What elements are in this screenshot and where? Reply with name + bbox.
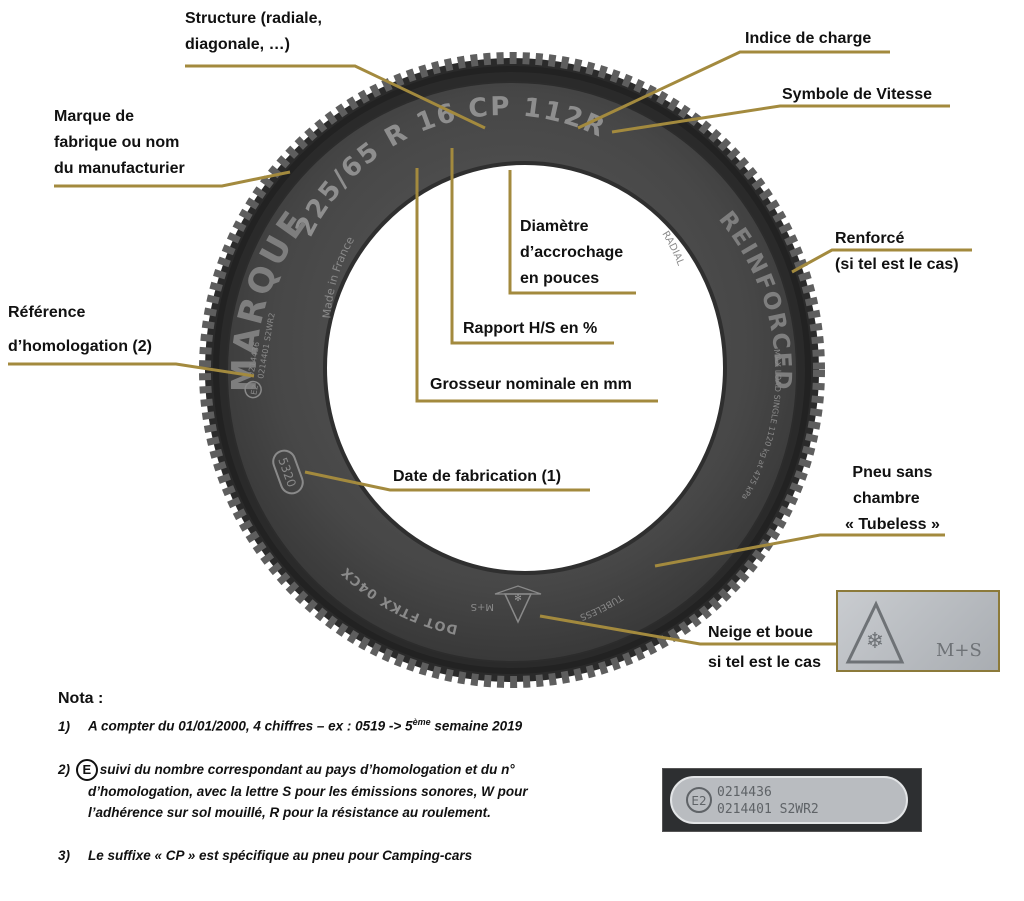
rim-hole	[323, 161, 727, 575]
tire-ms-mark: M+S	[471, 601, 494, 612]
svg-text:❄: ❄	[866, 628, 884, 653]
leader-marque	[54, 170, 291, 188]
label-rapport: Rapport H/S en %	[463, 320, 598, 337]
leader-structure	[185, 64, 486, 130]
homol-insert-e2: E2	[691, 794, 706, 808]
note-1: 1)A compter du 01/01/2000, 4 chiffres – …	[58, 717, 523, 734]
note-2-line2: d’homologation, avec la lettre S pour le…	[88, 783, 528, 799]
tire-e2-mark: E2	[249, 384, 260, 396]
label-neige: Neige et boue si tel est le cas	[708, 624, 821, 671]
label-symbole-vitesse: Symbole de Vitesse	[782, 86, 932, 103]
label-renforce: Renforcé (si tel est le cas)	[835, 230, 959, 273]
homol-insert-line2: 0214401 S2WR2	[717, 802, 819, 817]
homol-insert-line1: 0214436	[717, 785, 772, 800]
label-structure: Structure (radiale, diagonale, …)	[185, 10, 322, 53]
leader-rapport	[450, 148, 614, 345]
tire-snowflake-mountain-icon: ✻	[494, 585, 542, 624]
leader-lines	[8, 50, 972, 646]
leader-vitesse	[611, 104, 950, 134]
label-grosseur: Grosseur nominale en mm	[430, 376, 632, 393]
label-indice-charge: Indice de charge	[745, 30, 872, 47]
leader-grosseur	[415, 168, 658, 403]
leader-renforce	[791, 248, 972, 274]
leader-date	[304, 470, 590, 492]
note-2-line3: l’adhérence sur sol mouillé, R pour la r…	[88, 804, 491, 820]
ms-insert-text: M+S	[936, 640, 982, 661]
mountain-snowflake-icon: ❄	[845, 600, 905, 664]
label-diametre: Diamètre d’accrochage en pouces	[520, 218, 624, 287]
homologation-insert: E2 0214436 0214401 S2WR2	[662, 768, 922, 832]
label-reference: Référence d’homologation (2)	[8, 304, 152, 355]
label-marque: Marque de fabrique ou nom du manufacturi…	[54, 108, 185, 177]
leader-tubeless	[654, 533, 945, 568]
label-date: Date de fabrication (1)	[393, 468, 562, 485]
label-pneu-sans-chambre: Pneu sans chambre « Tubeless »	[845, 464, 940, 533]
leader-neige	[539, 614, 836, 646]
notes-section: Nota : 1)A compter du 01/01/2000, 4 chif…	[58, 690, 658, 866]
svg-text:✻: ✻	[514, 593, 522, 603]
leader-diametre	[508, 170, 636, 295]
leader-indice	[577, 50, 890, 130]
e-circle-icon: E	[75, 758, 98, 781]
ms-insert: ❄ M+S	[836, 590, 1000, 672]
notes-title: Nota :	[58, 690, 104, 707]
leader-reference	[8, 362, 255, 378]
note-3: 3)Le suffixe « CP » est spécifique au pn…	[58, 847, 473, 863]
